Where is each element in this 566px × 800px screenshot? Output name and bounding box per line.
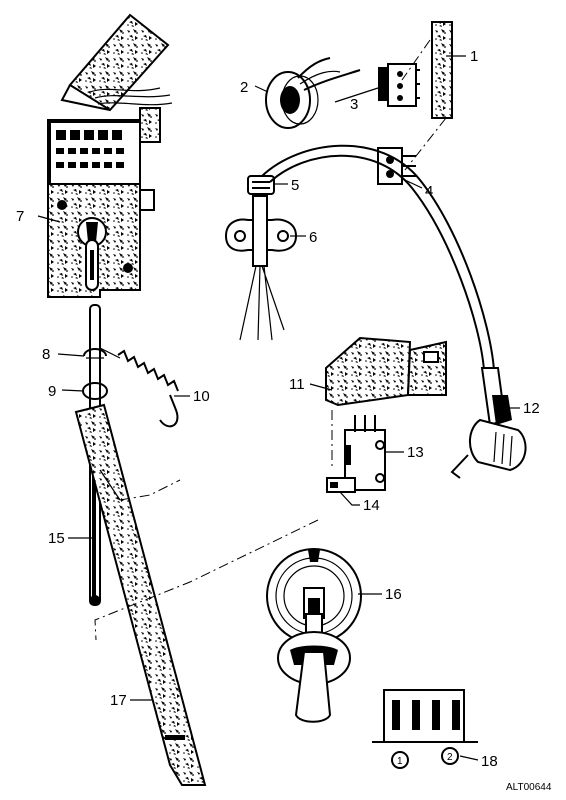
callout-16: 16 (385, 586, 402, 603)
part-1-bracket-strip (431, 21, 453, 119)
part-12-cable-plug (261, 144, 527, 479)
assembly-line-1 (401, 39, 447, 171)
part-2-coil (265, 57, 361, 129)
part-8-clip (83, 348, 107, 359)
callout-5: 5 (291, 177, 299, 194)
callout-7: 7 (16, 208, 24, 225)
callout-9: 9 (48, 383, 56, 400)
part-16-knob-assembly (266, 548, 362, 723)
callout-6: 6 (309, 229, 317, 246)
part-3-terminal-block (378, 63, 420, 107)
callout-18: 18 (481, 753, 498, 770)
callout-2: 2 (240, 79, 248, 96)
callout-8: 8 (42, 346, 50, 363)
figure-reference-code: ALT00644 (506, 782, 552, 793)
callout-3: 3 (350, 96, 358, 113)
callout-1: 1 (470, 48, 478, 65)
assembly-line-2 (94, 410, 333, 641)
part-5-cable-nut (247, 175, 275, 195)
part-17-support-bar (74, 403, 207, 786)
terminal-marker-1: 1 (397, 756, 403, 767)
callout-12: 12 (523, 400, 540, 417)
callout-10: 10 (193, 388, 210, 405)
callout-leaders (37, 55, 520, 761)
part-11-switch-bracket (325, 336, 447, 407)
callout-11: 11 (289, 376, 305, 393)
callout-labels: 1 2 3 4 5 6 7 8 9 10 11 12 13 14 15 16 1… (16, 48, 540, 770)
part-10-spring (99, 347, 179, 428)
part-7-control-box (47, 13, 173, 298)
callout-4: 4 (425, 183, 433, 200)
terminal-marker-2: 2 (447, 752, 453, 763)
callout-13: 13 (407, 444, 424, 461)
callout-14: 14 (363, 497, 380, 514)
callout-17: 17 (110, 692, 127, 709)
part-14-actuator (326, 477, 356, 493)
part-18-terminal-strip (372, 689, 478, 769)
part-6-mounting-plate (224, 195, 298, 341)
callout-15: 15 (48, 530, 65, 547)
